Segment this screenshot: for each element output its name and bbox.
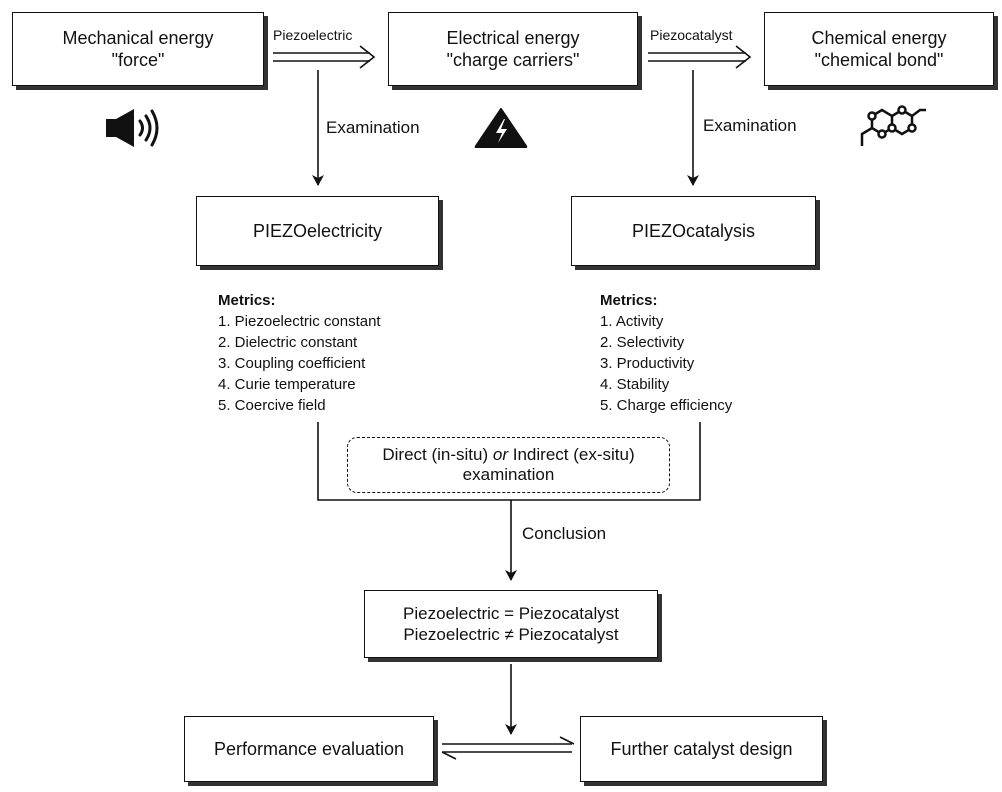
examination-label-left: Examination <box>326 118 420 137</box>
chemical-energy-title: Chemical energy <box>811 27 947 48</box>
conclusion-label: Conclusion <box>522 524 607 543</box>
mechanical-energy-box: Mechanical energy "force" <box>12 12 264 86</box>
list-item: 2. Selectivity <box>600 334 685 351</box>
list-item: 4. Curie temperature <box>218 376 356 393</box>
or-label: or <box>492 444 509 464</box>
examination-method-line1: Direct (in-situ) or Indirect (ex-situ) <box>382 445 634 465</box>
piezocatalysis-metrics: Metrics: 1. Activity 2. Selectivity 3. P… <box>600 290 732 416</box>
performance-evaluation-box: Performance evaluation <box>184 716 434 782</box>
conclusion-equal: Piezoelectric = Piezocatalyst <box>403 603 619 623</box>
examination-method-box: Direct (in-situ) or Indirect (ex-situ) e… <box>347 437 670 493</box>
list-item: 1. Piezoelectric constant <box>218 313 381 330</box>
metrics-bracket <box>317 422 701 501</box>
chemical-energy-subtitle: "chemical bond" <box>814 50 944 70</box>
piezoelectricity-metrics: Metrics: 1. Piezoelectric constant 2. Di… <box>218 290 381 416</box>
further-catalyst-design-box: Further catalyst design <box>580 716 823 782</box>
examination-label-right: Examination <box>703 116 797 135</box>
metrics-heading: Metrics: <box>218 292 276 309</box>
electrical-energy-subtitle: "charge carriers" <box>446 50 580 70</box>
high-voltage-icon <box>474 108 528 148</box>
list-item: 4. Stability <box>600 376 670 393</box>
direct-label: Direct (in-situ) <box>382 444 489 464</box>
examination-method-line2: examination <box>462 465 555 484</box>
conclusion-box: Piezoelectric = Piezocatalyst Piezoelect… <box>364 590 658 658</box>
indirect-label: Indirect (ex-situ) <box>512 444 635 464</box>
list-item: 1. Activity <box>600 313 664 330</box>
performance-evaluation-label: Performance evaluation <box>213 738 405 759</box>
electrical-energy-title: Electrical energy <box>446 27 580 48</box>
list-item: 3. Productivity <box>600 355 695 372</box>
mechanical-energy-subtitle: "force" <box>111 50 165 70</box>
list-item: 5. Coercive field <box>218 397 326 414</box>
piezoelectricity-box: PIEZOelectricity <box>196 196 439 266</box>
equilibrium-arrows <box>441 736 575 760</box>
piezocatalyst-double-arrow <box>648 45 752 69</box>
conclusion-not-equal: Piezoelectric ≠ Piezocatalyst <box>403 625 619 644</box>
piezoelectric-arrow-label: Piezoelectric <box>273 27 353 43</box>
mechanical-energy-title: Mechanical energy <box>62 27 214 48</box>
chemical-energy-box: Chemical energy "chemical bond" <box>764 12 994 86</box>
list-item: 5. Charge efficiency <box>600 397 733 414</box>
piezocatalyst-arrow-label: Piezocatalyst <box>650 27 733 43</box>
metrics-heading: Metrics: <box>600 292 658 309</box>
electrical-energy-box: Electrical energy "charge carriers" <box>388 12 638 86</box>
list-item: 2. Dielectric constant <box>218 334 358 351</box>
piezoelectricity-title: PIEZOelectricity <box>252 220 383 241</box>
list-item: 3. Coupling coefficient <box>218 355 366 372</box>
molecule-icon <box>860 105 926 146</box>
piezocatalysis-box: PIEZOcatalysis <box>571 196 816 266</box>
further-catalyst-design-label: Further catalyst design <box>610 738 793 759</box>
piezocatalysis-title: PIEZOcatalysis <box>631 220 756 241</box>
speaker-icon <box>106 109 159 147</box>
piezoelectric-double-arrow <box>273 45 376 69</box>
